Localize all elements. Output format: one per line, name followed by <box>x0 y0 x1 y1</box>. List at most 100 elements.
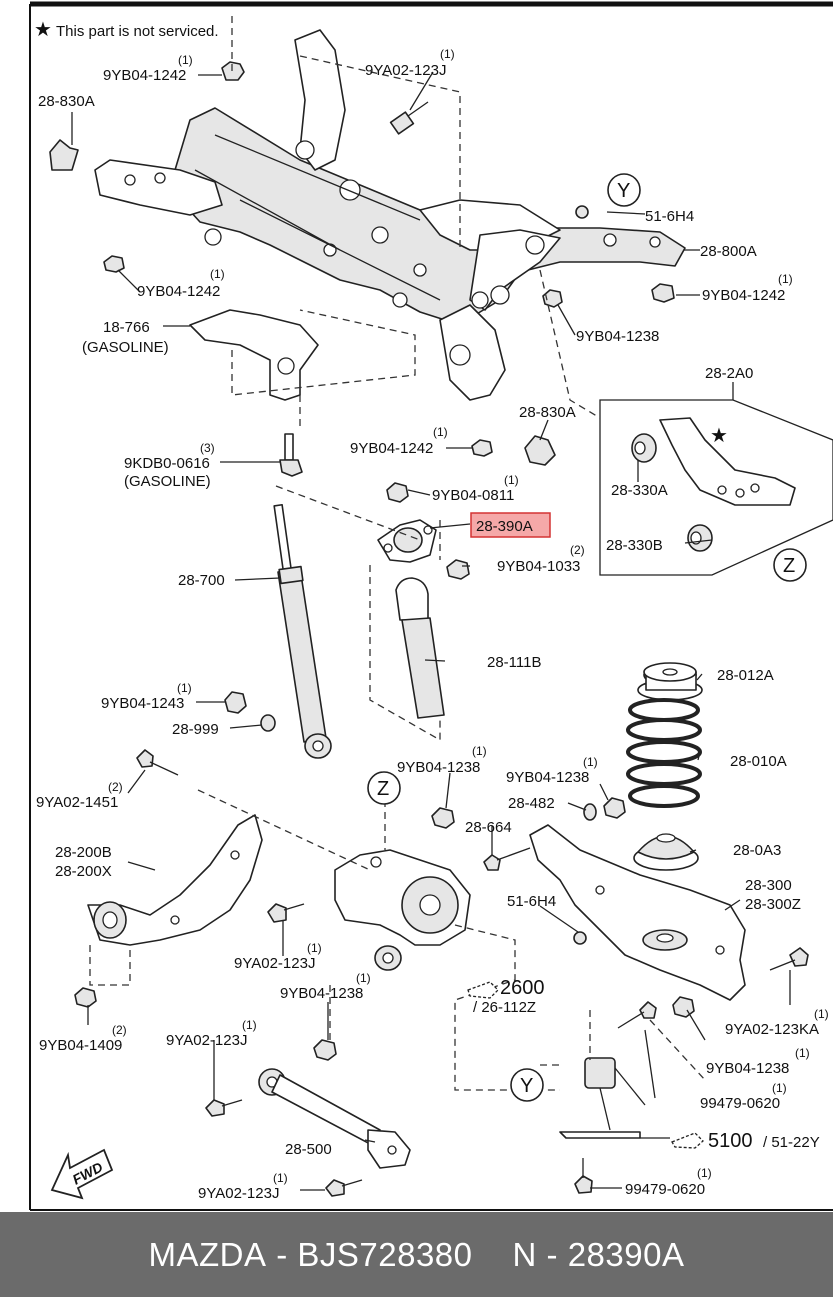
footer-brand: MAZDA <box>148 1235 267 1273</box>
bolt-51-6h4-lower <box>573 931 587 945</box>
label-26-112z: / 26-112Z <box>473 999 536 1016</box>
bolt-9ya02-123j-knuckle <box>267 903 305 923</box>
label-28-2a0: 28-2A0 <box>705 365 753 382</box>
callout-z-box <box>773 548 807 582</box>
label-9ya02-1451: 9YA02-1451 <box>36 794 118 811</box>
nut-9yb04-1242-mid <box>471 439 493 457</box>
bolt-9ya02-1451 <box>136 749 179 776</box>
bolt-9ya02-123ka <box>769 947 809 971</box>
label-9yb04-1242-a: 9YB04-1242 <box>103 67 186 84</box>
label-28-0a3: 28-0A3 <box>733 842 781 859</box>
label-9ya02-123j-d: 9YA02-123J <box>198 1185 279 1202</box>
label-28-390a: 28-390A <box>476 518 533 535</box>
nut-9yb04-1238-lower-arm <box>603 797 626 819</box>
mount-28-390a <box>377 519 437 563</box>
label-28-999: 28-999 <box>172 721 219 738</box>
nut-9yb04-1238-lower-right <box>672 996 695 1018</box>
label-28-830a-2: 28-830A <box>519 404 576 421</box>
lateral-link-28-500 <box>258 1068 411 1169</box>
nut-9yb04-1242-right <box>651 283 675 303</box>
upper-arm-28-2a0 <box>659 417 796 506</box>
qty-1243: (1) <box>177 681 192 695</box>
bolt-28-664 <box>483 847 531 871</box>
label-9ya02-123j-a: 9YA02-123J <box>365 62 446 79</box>
qty-1238b: (1) <box>472 744 487 758</box>
label-9yb04-1242-b: 9YB04-1242 <box>137 283 220 300</box>
qty-0620a: (1) <box>772 1081 787 1095</box>
assembly-icon-5100 <box>671 1132 704 1149</box>
clip-28-830a-right <box>524 435 556 466</box>
label-9yb04-1238-e: 9YB04-1238 <box>706 1060 789 1077</box>
footer-n-separator: - <box>546 1235 559 1273</box>
qty-0616: (3) <box>200 441 215 455</box>
label-99479-0620-b: 99479-0620 <box>625 1181 705 1198</box>
parts-diagram: ★ This part is not serviced. <box>29 1 833 1211</box>
qty-1033: (2) <box>570 543 585 557</box>
label-9ya02-123j-c: 9YA02-123J <box>166 1032 247 1049</box>
bump-stop-28-111b <box>395 577 445 719</box>
label-18-766-gasoline: (GASOLINE) <box>82 339 169 356</box>
nut-9yb04-1033 <box>446 559 470 580</box>
label-28-300z: 28-300Z <box>745 896 801 913</box>
spring-seat-28-012a <box>637 662 703 701</box>
footer-separator: - <box>276 1235 288 1273</box>
qty-1242b: (1) <box>210 267 225 281</box>
qty-1242d: (1) <box>433 425 448 439</box>
labels: (1) 9YB04-1242 (1) 9YA02-123J 28-830A 51… <box>36 47 829 1202</box>
bolt-9kdb0-0616 <box>279 433 303 477</box>
label-28-664: 28-664 <box>465 819 512 836</box>
forward-arrow-icon: FWD <box>50 1148 114 1200</box>
coil-spring-28-010a <box>626 698 702 808</box>
washer-28-999 <box>260 714 276 732</box>
qty-1409: (2) <box>112 1023 127 1037</box>
callout-y-top <box>607 173 641 207</box>
callout-y-bottom-label: Y <box>520 1075 533 1097</box>
label-9ya02-123ka: 9YA02-123KA <box>725 1021 819 1038</box>
height-sensor-5100 <box>559 1057 646 1139</box>
callout-z-knuckle-label: Z <box>377 778 389 800</box>
label-51-22y: / 51-22Y <box>763 1134 820 1151</box>
nut-9yb04-1409 <box>74 987 97 1008</box>
callout-y-bottom <box>510 1068 544 1102</box>
bushing-28-330b <box>687 524 713 552</box>
highlight-box <box>470 512 551 538</box>
label-28-800a: 28-800A <box>700 243 757 260</box>
label-9kdb0-0616-gasoline: (GASOLINE) <box>124 473 211 490</box>
label-28-330a: 28-330A <box>611 482 668 499</box>
note-text: This part is not serviced. <box>56 23 219 40</box>
qty-0811: (1) <box>504 473 519 487</box>
qty-123j-d: (1) <box>273 1171 288 1185</box>
label-99479-0620-a: 99479-0620 <box>700 1095 780 1112</box>
label-9yb04-1409: 9YB04-1409 <box>39 1037 122 1054</box>
label-28-111b: 28-111B <box>487 654 542 671</box>
nut-9yb04-0811 <box>386 482 409 503</box>
nut-9yb04-1238-top <box>542 289 563 308</box>
qty-123j-c: (1) <box>242 1018 257 1032</box>
label-9yb04-1238-d: 9YB04-1238 <box>280 985 363 1002</box>
callout-z-box-label: Z <box>783 555 795 577</box>
label-28-300: 28-300 <box>745 877 792 894</box>
bolt-9ya02-123j-lateral <box>205 1099 243 1117</box>
qty-0620b: (1) <box>697 1166 712 1180</box>
qty-1238c: (1) <box>583 755 598 769</box>
washer-28-482 <box>583 803 597 821</box>
callout-z-knuckle <box>367 771 401 805</box>
lower-arm-28-300 <box>529 824 746 1001</box>
bolt-9ya02-123j-top <box>389 101 429 135</box>
label-2600: 2600 <box>500 977 545 999</box>
trailing-link-28-200b <box>87 814 263 946</box>
star-icon: ★ <box>34 19 52 41</box>
label-9ya02-123j-b: 9YA02-123J <box>234 955 315 972</box>
nut-9yb04-1242-top <box>221 61 245 81</box>
clip-28-830a-left <box>49 139 79 171</box>
label-28-330b: 28-330B <box>606 537 663 554</box>
callout-y-top-label: Y <box>617 180 630 202</box>
label-28-482: 28-482 <box>508 795 555 812</box>
qty-1238d: (1) <box>356 971 371 985</box>
label-9yb04-1242-c: 9YB04-1242 <box>702 287 785 304</box>
label-9yb04-1238-c: 9YB04-1238 <box>506 769 589 786</box>
label-9yb04-1243: 9YB04-1243 <box>101 695 184 712</box>
footer-n-code: 28390A <box>567 1235 685 1273</box>
qty-1451: (2) <box>108 780 123 794</box>
nut-9yb04-1238-lateral <box>313 1039 337 1061</box>
